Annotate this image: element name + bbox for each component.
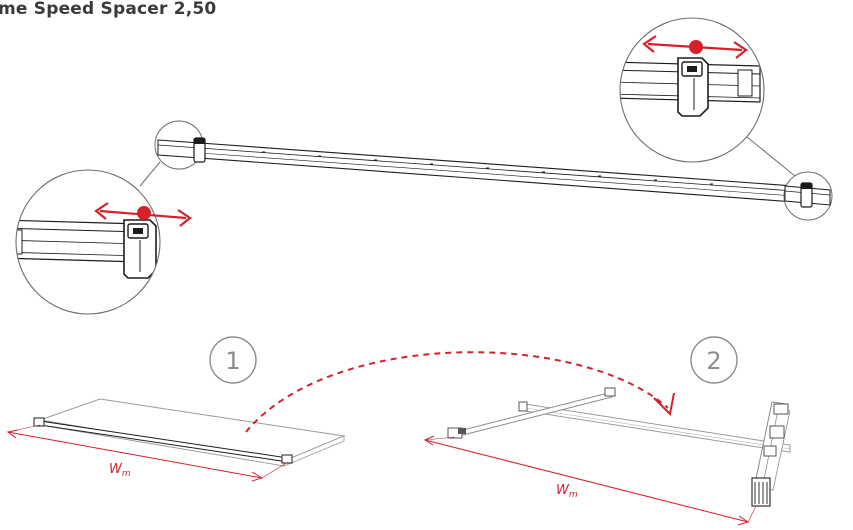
grip-point-right xyxy=(689,40,703,54)
left-magnified-detail xyxy=(15,169,192,315)
step-2-number: 2 xyxy=(706,347,721,375)
dimension-label-1: Wm xyxy=(109,462,131,479)
dimension-line-2 xyxy=(424,439,749,523)
right-end-detail xyxy=(783,171,833,221)
step-1-illustration: Wm xyxy=(6,398,346,482)
step-1-badge: 1 xyxy=(209,336,257,384)
dimension-line-1 xyxy=(7,431,263,479)
dimension-label-2: Wm xyxy=(556,483,578,500)
right-magnified-detail xyxy=(619,17,765,163)
leader-line-right xyxy=(746,136,796,177)
step-2-badge: 2 xyxy=(690,336,738,384)
step-1-number: 1 xyxy=(225,347,240,375)
grip-point-left xyxy=(137,206,151,220)
diagram-title: me Speed Spacer 2,50 xyxy=(0,0,217,19)
step-2-illustration: Wm xyxy=(423,387,791,526)
leader-line-left xyxy=(139,161,161,187)
transfer-arrow xyxy=(245,351,669,433)
left-end-detail xyxy=(154,120,206,170)
